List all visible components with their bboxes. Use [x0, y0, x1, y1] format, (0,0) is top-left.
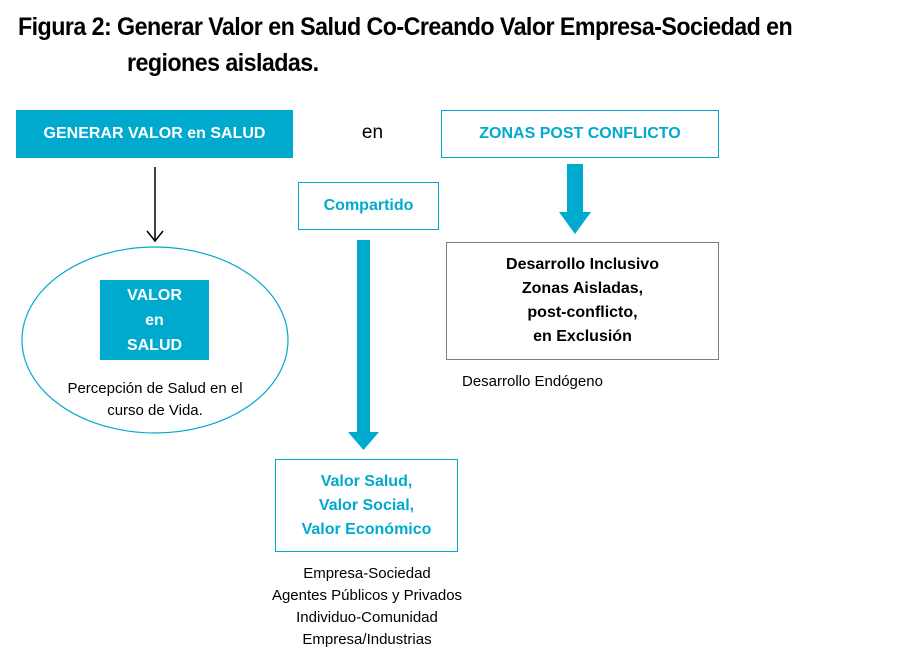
actores-list: Empresa-Sociedad Agentes Públicos y Priv…: [236, 563, 498, 651]
compartido-label: Compartido: [323, 197, 414, 214]
zonas-post-conflicto-box: ZONAS POST CONFLICTO: [441, 110, 719, 158]
valores-box: Valor Salud, Valor Social, Valor Económi…: [275, 459, 458, 552]
generar-valor-box: GENERAR VALOR en SALUD: [16, 110, 293, 158]
compartido-box: Compartido: [298, 182, 439, 230]
connector-en-label: en: [361, 122, 384, 143]
zonas-post-conflicto-label: ZONAS POST CONFLICTO: [479, 125, 681, 142]
figure-title-line-1: Figura 2: Generar Valor en Salud Co-Crea…: [18, 13, 793, 41]
valor-en-salud-line: SALUD: [126, 336, 183, 354]
valores-line: Valor Salud,: [320, 472, 413, 490]
generar-valor-label: GENERAR VALOR en SALUD: [43, 125, 266, 142]
valor-en-salud-line: VALOR: [127, 286, 182, 304]
actores-line: Empresa-Sociedad: [303, 565, 431, 582]
actores-line: Empresa/Industrias: [302, 631, 432, 648]
percepcion-text: Percepción de Salud en el curso de Vida.: [40, 378, 270, 422]
percepcion-line: Percepción de Salud en el: [67, 380, 243, 397]
desarrollo-inclusivo-line: en Exclusión: [533, 328, 632, 345]
valores-line: Valor Económico: [301, 520, 432, 538]
desarrollo-endogeno-label: Desarrollo Endógeno: [462, 373, 603, 390]
compartido-down-arrow-icon: [348, 240, 379, 450]
thin-down-arrow-icon: [146, 167, 164, 243]
desarrollo-inclusivo-line: Zonas Aisladas,: [521, 280, 644, 297]
valor-salud-ellipse: [21, 246, 289, 434]
percepcion-line: curso de Vida.: [107, 402, 203, 419]
actores-line: Agentes Públicos y Privados: [271, 587, 463, 604]
desarrollo-inclusivo-line: Desarrollo Inclusivo: [506, 256, 659, 273]
valor-en-salud-box: VALOR en SALUD: [100, 280, 209, 360]
figure-title-line-2: regiones aisladas.: [127, 49, 319, 77]
zonas-down-arrow-icon: [559, 164, 591, 234]
desarrollo-inclusivo-box: Desarrollo Inclusivo Zonas Aisladas, pos…: [446, 242, 719, 360]
valor-en-salud-line: en: [145, 311, 164, 329]
desarrollo-inclusivo-line: post-conflicto,: [527, 304, 638, 321]
valores-line: Valor Social,: [318, 496, 415, 514]
actores-line: Individuo-Comunidad: [296, 609, 438, 626]
